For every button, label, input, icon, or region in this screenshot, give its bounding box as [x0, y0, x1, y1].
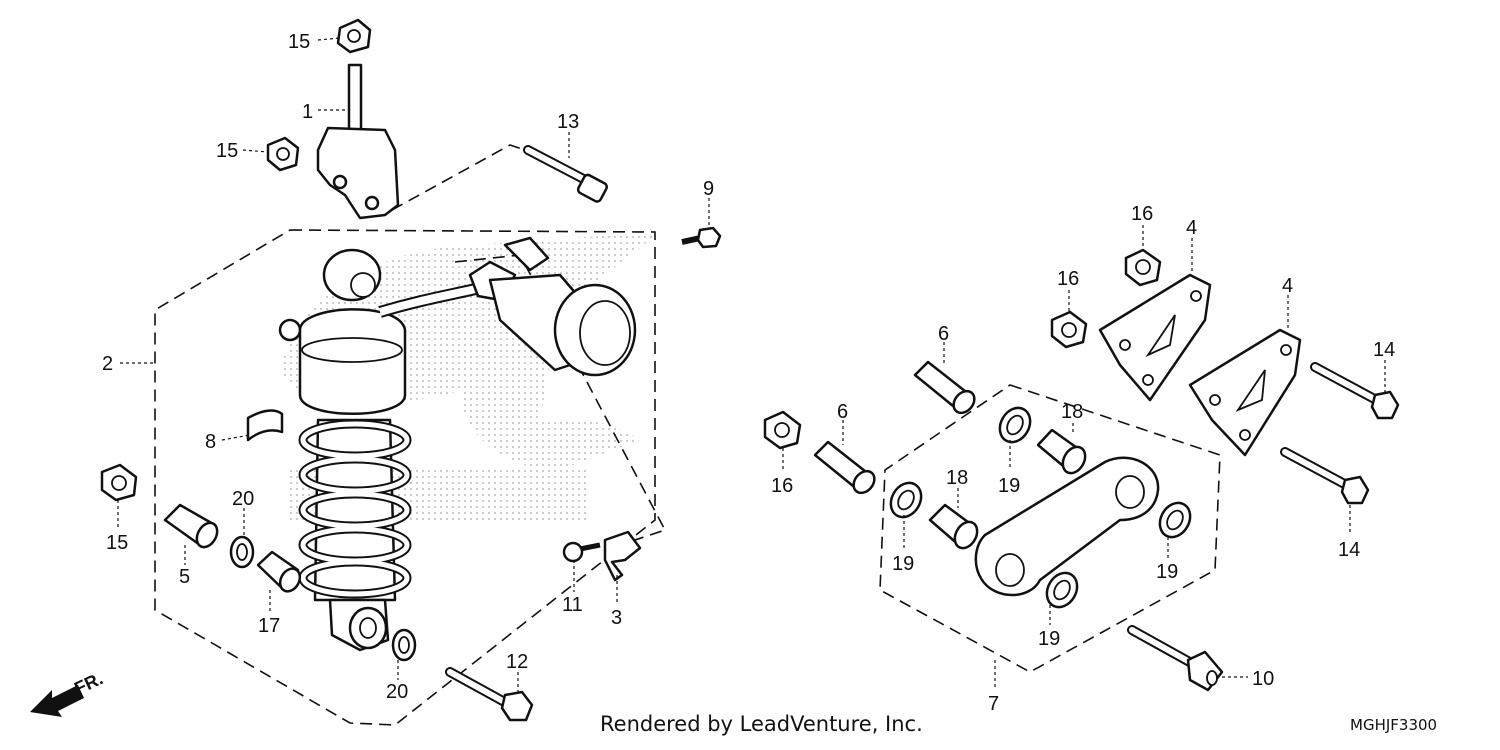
nut-15-left	[100, 463, 138, 502]
collar-6-upper	[913, 360, 976, 415]
callout-19-left: 19	[892, 553, 914, 575]
bolt-12	[445, 667, 534, 722]
front-direction-arrow: FR.	[30, 668, 106, 717]
callout-15-left: 15	[106, 532, 128, 554]
callout-5: 5	[179, 566, 190, 588]
callout-20-upper: 20	[232, 488, 254, 510]
callout-15-middle: 15	[216, 140, 238, 162]
nut-16-top	[1124, 248, 1162, 287]
seal-19-right	[1158, 501, 1192, 539]
callout-10: 10	[1252, 668, 1274, 690]
callout-11: 11	[562, 594, 583, 616]
screw-11	[562, 541, 601, 563]
callout-numbers: 15 1 15 13 9 2 8 15 5 20 17 11 3 20 12 6…	[102, 31, 1395, 715]
callout-leaders	[117, 37, 1386, 692]
adjuster-group-outline	[454, 254, 667, 546]
nut-15-top	[336, 18, 372, 54]
callout-20-lower: 20	[386, 681, 408, 703]
callout-9: 9	[703, 178, 714, 200]
callout-16-top: 16	[1131, 203, 1153, 225]
callout-19-right: 19	[1156, 561, 1178, 583]
callout-14-lower: 14	[1338, 539, 1360, 561]
link-plate-4-rear	[1098, 273, 1212, 402]
nut-16-middle	[1050, 310, 1088, 349]
collar-6-lower	[813, 440, 876, 495]
callout-19-upper: 19	[998, 475, 1020, 497]
seal-19-bottom	[1045, 571, 1079, 609]
callout-2: 2	[102, 353, 113, 375]
callout-15-top: 15	[288, 31, 310, 53]
rear-shock-absorber	[278, 248, 412, 652]
shock-assembly-outline	[154, 229, 656, 726]
bolt13-leader	[391, 144, 526, 211]
clip-3	[603, 530, 642, 582]
callout-17: 17	[258, 615, 280, 637]
bolt-9	[681, 226, 722, 249]
callout-4-rear: 4	[1186, 217, 1197, 239]
nut-16-left	[763, 410, 802, 450]
collar-17	[256, 550, 302, 593]
bolt-13	[523, 145, 609, 203]
callout-13: 13	[557, 111, 579, 133]
callout-4-front: 4	[1282, 275, 1293, 297]
washer-20-upper	[229, 535, 255, 569]
bolt-14-lower	[1280, 447, 1370, 505]
nut-15-middle	[266, 136, 300, 172]
bushing-18-lower	[928, 503, 979, 550]
callout-16-middle: 16	[1057, 268, 1079, 290]
link-plate-4-front	[1188, 328, 1302, 457]
seal-19-upper	[998, 406, 1032, 444]
linkage-group-outline	[879, 384, 1221, 673]
callout-6-upper: 6	[938, 323, 949, 345]
upper-mount-bracket	[316, 63, 400, 220]
callout-3: 3	[611, 607, 622, 629]
callout-7: 7	[988, 693, 999, 715]
callout-18-lower: 18	[946, 467, 968, 489]
remote-preload-adjuster	[378, 236, 637, 377]
callout-8: 8	[205, 431, 216, 453]
render-credit: Rendered by LeadVenture, Inc.	[600, 712, 923, 736]
drawing-code: MGHJF3300	[1350, 716, 1438, 734]
bushing-18-upper	[1036, 428, 1087, 475]
label-sticker-8	[246, 409, 284, 442]
washer-20-lower	[391, 628, 417, 662]
callout-16-left: 16	[771, 475, 793, 497]
callout-18-upper: 18	[1061, 401, 1083, 423]
callout-12: 12	[506, 651, 528, 673]
collar-5	[163, 503, 219, 549]
callout-6-lower: 6	[837, 401, 848, 423]
callout-19-bottom: 19	[1038, 628, 1060, 650]
callout-14-upper: 14	[1373, 339, 1395, 361]
bolt-10	[1127, 625, 1224, 692]
callout-1: 1	[302, 101, 313, 123]
linkage-arm-7	[974, 456, 1160, 597]
seal-19-left	[889, 481, 923, 519]
bolt-14-upper	[1310, 362, 1400, 420]
